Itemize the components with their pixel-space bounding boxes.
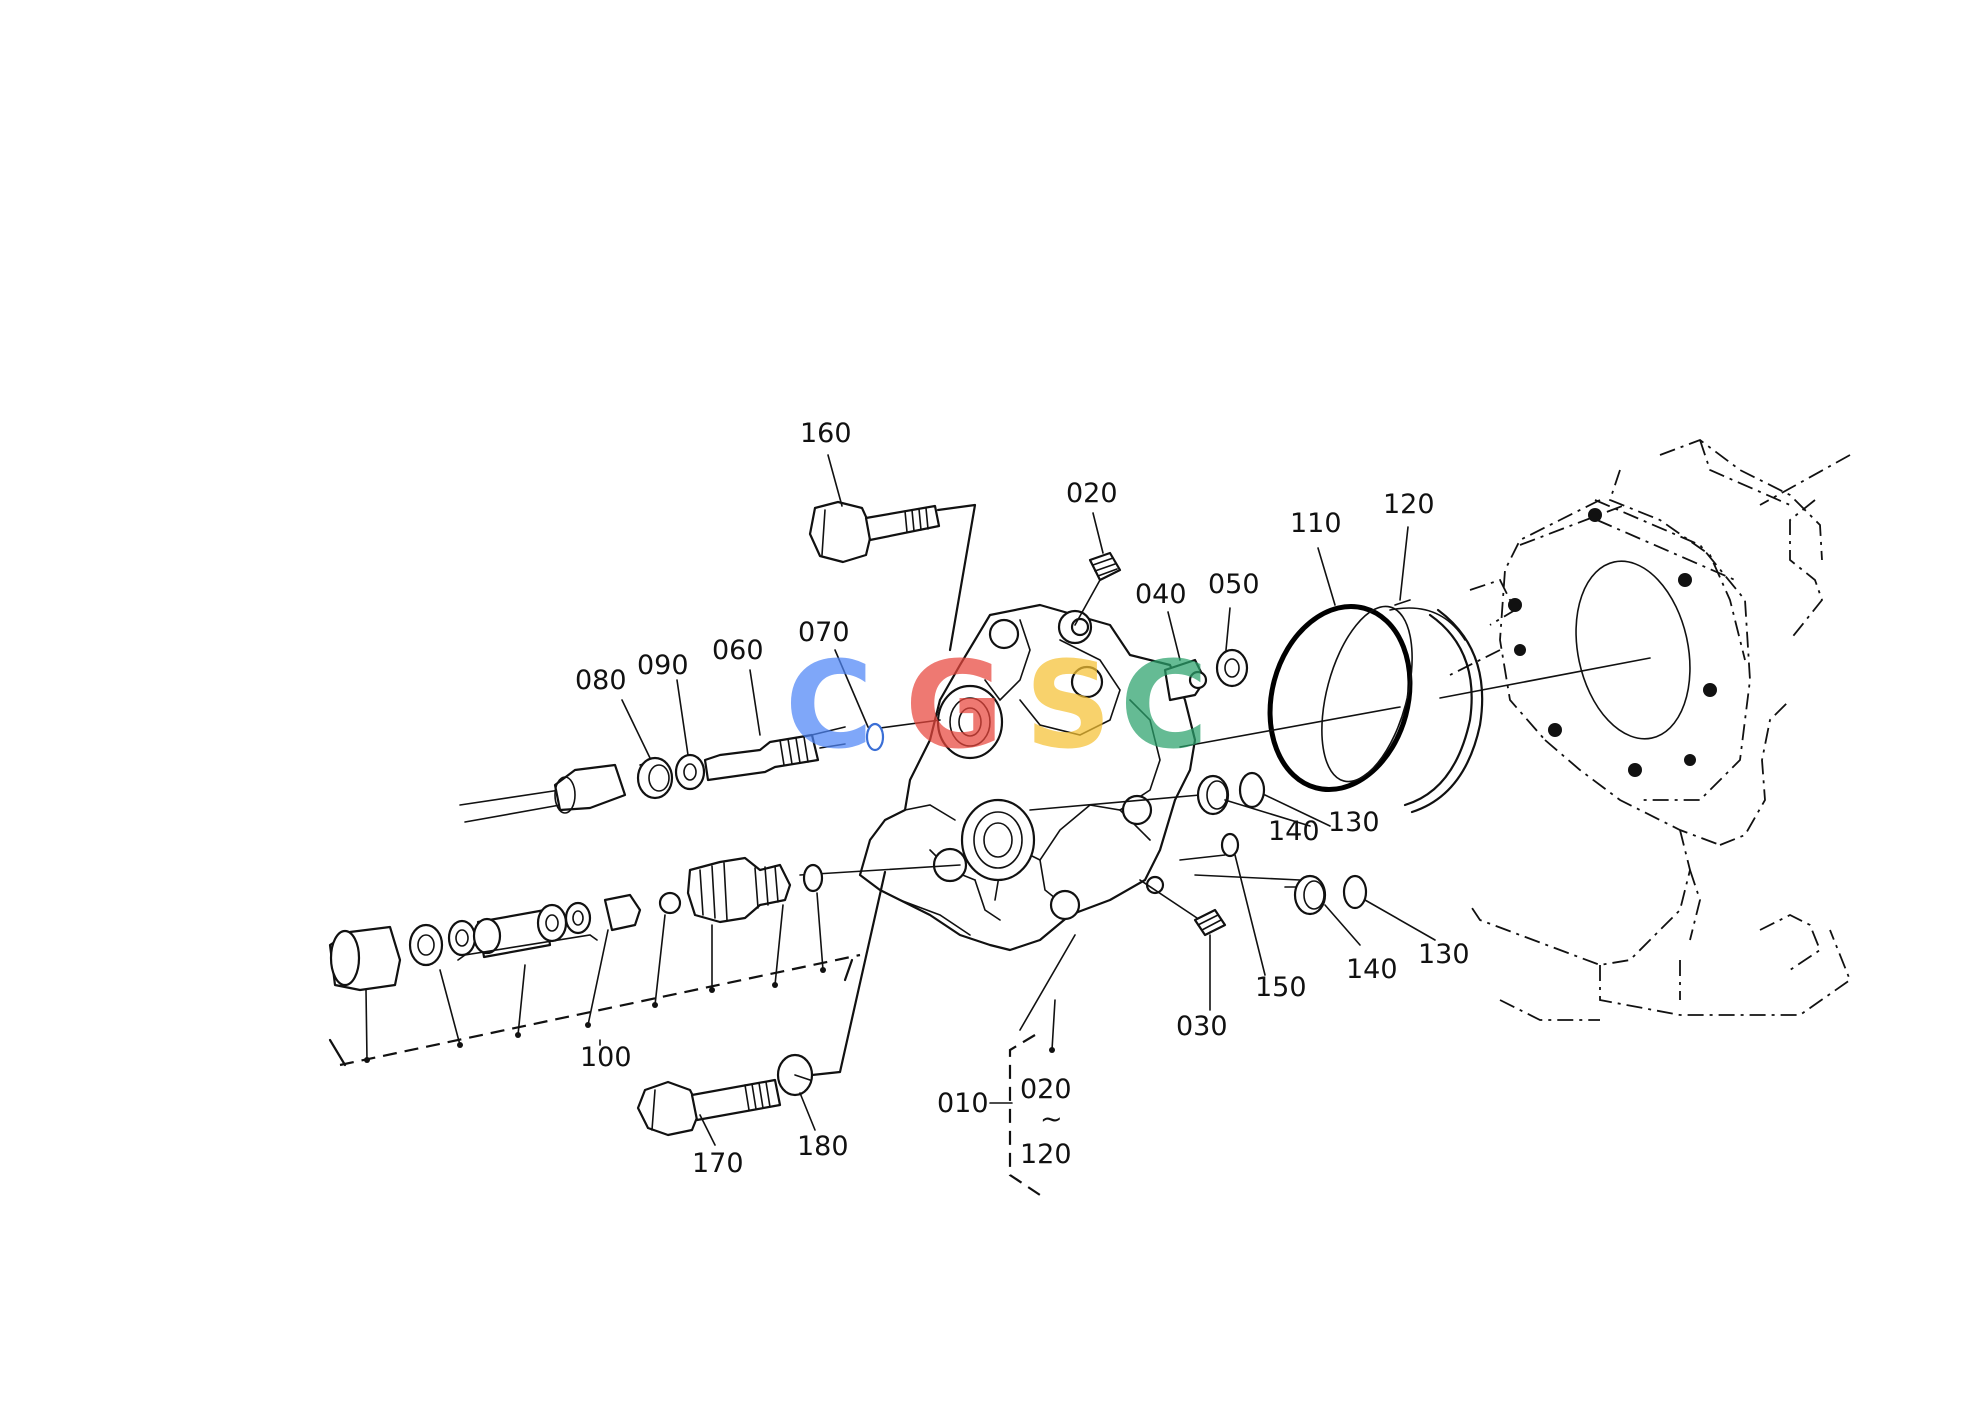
- label-020-top: 020: [1066, 478, 1118, 509]
- watermark-letter-c2: C: [1120, 637, 1208, 776]
- ring-080: [636, 756, 674, 800]
- label-030: 030: [1176, 1011, 1228, 1042]
- o-ring-130-lower: [1342, 874, 1368, 910]
- assembly-center-lines: [459, 657, 1651, 921]
- sealing-ring-110: [1267, 603, 1466, 793]
- valve-spindle-060: [703, 733, 846, 782]
- label-110: 110: [1290, 508, 1342, 539]
- o-ring-150: [1220, 832, 1240, 858]
- valve-assembly-100: [328, 856, 861, 1067]
- label-130-upper: 130: [1328, 807, 1380, 838]
- label-100: 100: [580, 1042, 632, 1073]
- snap-ring-120: [1394, 599, 1484, 814]
- label-040: 040: [1135, 579, 1187, 610]
- valve-sleeve-upper: [553, 763, 627, 814]
- label-150: 150: [1255, 972, 1307, 1003]
- bolt-170: [636, 1078, 782, 1137]
- watermark-letter-c1: C: [785, 637, 873, 776]
- bolt-160: [808, 500, 977, 652]
- label-180: 180: [797, 1131, 849, 1162]
- label-140-upper: 140: [1268, 816, 1320, 847]
- o-ring-140-upper: [1196, 774, 1230, 816]
- transmission-case: [1449, 438, 1852, 1021]
- watermark-letter-s: S: [1025, 637, 1111, 776]
- watermark-letter-g: G: [905, 637, 1004, 776]
- callout-labels: 160 020 040 050 110 120 070 080 090 060 …: [575, 418, 1470, 1179]
- label-130-lower: 130: [1418, 939, 1470, 970]
- label-120-range: 120: [1020, 1139, 1072, 1170]
- label-090: 090: [637, 650, 689, 681]
- washer-180: [776, 870, 887, 1097]
- label-140-lower: 140: [1346, 954, 1398, 985]
- plug-020-top: [1074, 551, 1122, 626]
- plug-030: [1193, 908, 1227, 937]
- label-160: 160: [800, 418, 852, 449]
- label-170: 170: [692, 1148, 744, 1179]
- label-070: 070: [798, 617, 850, 648]
- washer-050: [1215, 648, 1249, 688]
- range-bracket-010: [989, 934, 1076, 1196]
- o-ring-070: [865, 722, 885, 752]
- label-range-tilde: ~: [1040, 1104, 1063, 1135]
- label-080: 080: [575, 665, 627, 696]
- o-ring-130-upper: [1238, 771, 1266, 809]
- leader-lines: [599, 454, 1436, 1146]
- label-020-range: 020: [1020, 1074, 1072, 1105]
- label-050: 050: [1208, 569, 1260, 600]
- label-010: 010: [937, 1088, 989, 1119]
- pump-cover-body: [858, 603, 1197, 952]
- washer-090: [674, 753, 706, 791]
- cgsc-watermark: C G S C: [785, 637, 1208, 776]
- o-ring-140-lower: [1293, 874, 1327, 916]
- label-060: 060: [712, 635, 764, 666]
- label-120-top: 120: [1383, 489, 1435, 520]
- fitting-040: [1163, 658, 1208, 702]
